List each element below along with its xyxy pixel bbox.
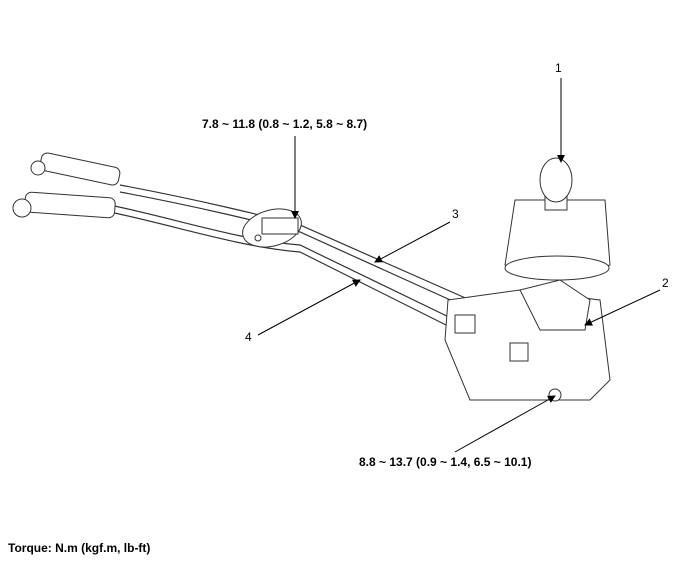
torque-spec-lever-mount: 8.8 ~ 13.7 (0.9 ~ 1.4, 6.5 ~ 10.1) bbox=[359, 455, 532, 469]
callout-2: 2 bbox=[662, 276, 669, 290]
shift-lever-assembly bbox=[444, 157, 611, 402]
callout-3: 3 bbox=[452, 207, 459, 221]
cable-bracket bbox=[242, 208, 302, 248]
leader-lines bbox=[257, 78, 661, 453]
cable-ends bbox=[12, 152, 121, 219]
callout-1: 1 bbox=[555, 61, 562, 75]
torque-unit-footnote: Torque: N.m (kgf.m, lb-ft) bbox=[8, 541, 151, 555]
callout-4: 4 bbox=[245, 330, 252, 344]
torque-spec-bracket: 7.8 ~ 11.8 (0.8 ~ 1.2, 5.8 ~ 8.7) bbox=[202, 117, 368, 131]
